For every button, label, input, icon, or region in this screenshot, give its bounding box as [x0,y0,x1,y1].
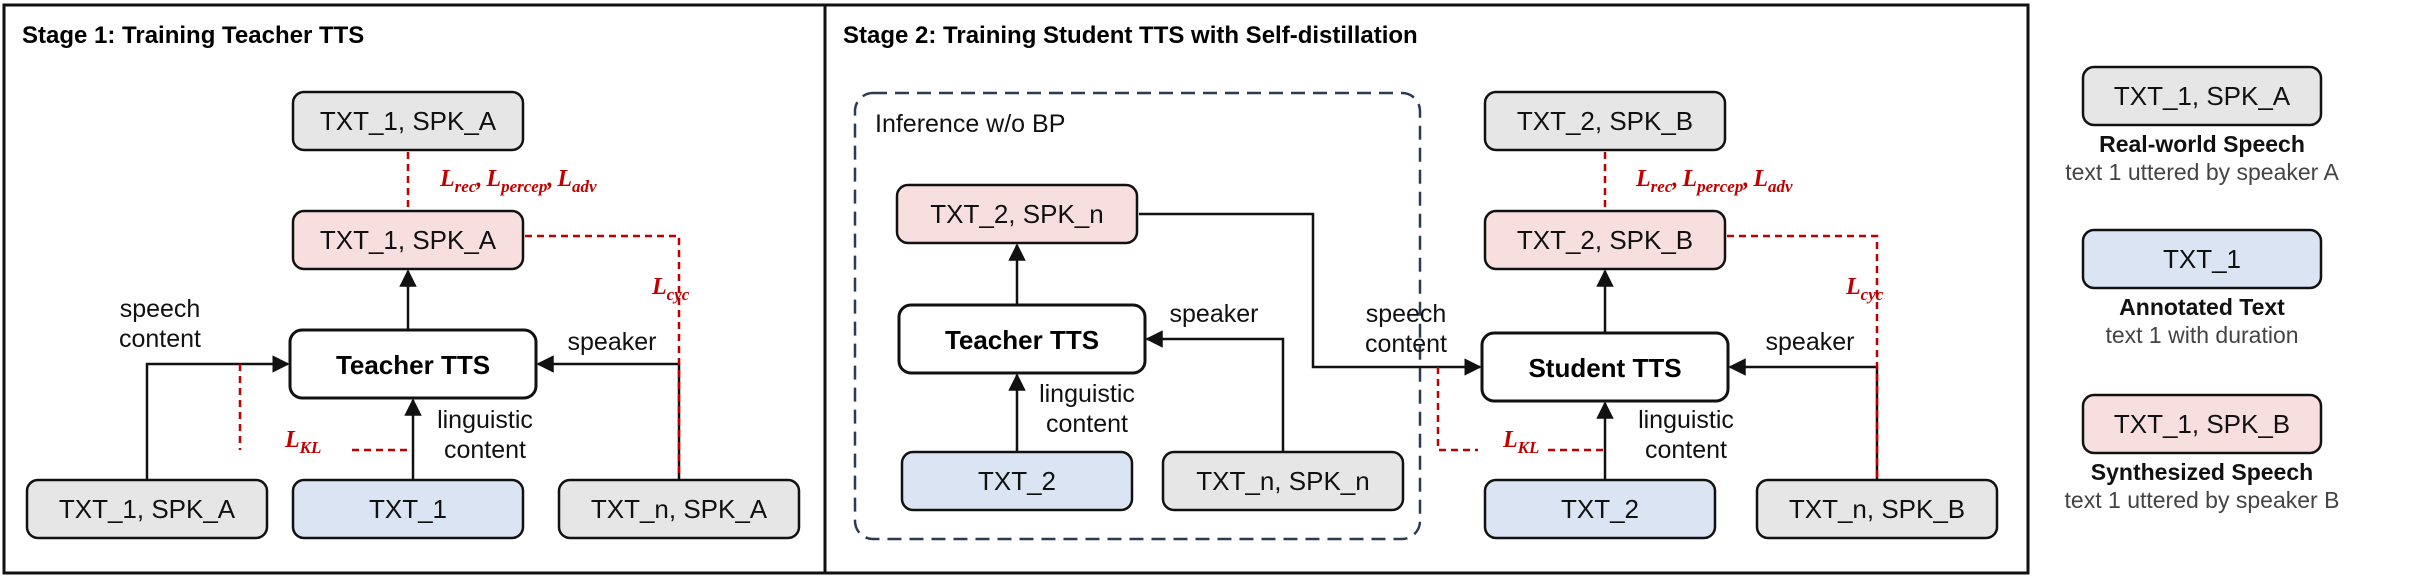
stage2-teacher-text-label: TXT_2 [978,466,1056,496]
stage1-synth-speech-box [291,209,525,271]
stage1-linguistic-label: linguistic [437,406,533,434]
stage1-teacher-tts-label: Teacher TTS [336,350,490,380]
legend-real-box-label: TXT_1, SPK_A [2114,81,2291,111]
stage2-teacher-tts-label: Teacher TTS [945,325,1099,355]
legend-annotated-text-box [2081,228,2323,290]
stage2-arrow-speaker-to-teacher [1145,330,1285,452]
stage1-lcontent-label: content [444,436,526,464]
legend-real-desc: text 1 uttered by speaker A [2065,159,2339,185]
stage2-synth-speech-box [1483,209,1727,271]
legend-real-speech-box [2081,65,2323,127]
stage2-speaker-label: speaker [1766,328,1855,356]
stage2-synth-box-label: TXT_2, SPK_B [1517,225,1693,255]
stage2-teacher-speaker-label-text: speaker [1170,300,1259,328]
stage2-arrow-speaker-to-student [1728,358,1879,480]
legend-synth-speech-box [2081,393,2323,455]
legend-text-desc: text 1 with duration [2105,322,2298,348]
legend-synth-box-label: TXT_1, SPK_B [2114,409,2290,439]
stage2-teacher-linguistic-label: linguistic [1039,380,1135,408]
legend-synth-title: Synthesized Speech [2091,459,2313,485]
stage1-top-box-label: TXT_1, SPK_A [320,106,497,136]
stage1-speaker-label: speaker [568,328,657,356]
stage1-speech-label: speech [120,295,201,323]
stage2-title: Stage 2: Training Student TTS with Self-… [843,22,1418,49]
stage2-teacher-tts-box [897,303,1147,375]
inference-frame [853,91,1422,541]
legend-text-box-label: TXT_1 [2163,244,2241,274]
outer-frame [2,3,2030,575]
stage1-synth-box-label: TXT_1, SPK_A [320,225,497,255]
legend-text-title: Annotated Text [2119,294,2285,320]
stage2-student-speaker-label: TXT_n, SPK_B [1789,494,1965,524]
stage1-kl-loss: LKL [284,427,321,457]
stage2-cyc-loss-line [1727,234,1879,478]
stage1-cyc-loss: Lcyc [651,274,690,304]
stage2-lcontent-label: content [1645,436,1727,464]
stage2-arrow-teacher-output-to-student [1139,212,1482,376]
stage2-teacher-output-box [895,183,1139,245]
stage2-top-box-label: TXT_2, SPK_B [1517,106,1693,136]
stage2-speech-label: speech [1366,300,1447,328]
legend-real-title: Real-world Speech [2099,131,2305,157]
stage1-arrow-speech-to-model [145,355,290,480]
stage1-input-text-box [291,478,525,540]
stage2-student-text-label: TXT_2 [1561,494,1639,524]
stage1-top-real-speech-box [291,90,525,152]
stage2-teacher-output-label: TXT_2, SPK_n [930,199,1103,229]
stage2-kl-loss: LKL [1502,427,1539,457]
stage1-title: Stage 1: Training Teacher TTS [22,22,364,49]
stage2-student-text-box [1483,478,1717,540]
stage2-kl-loss-line-a [1436,367,1478,452]
stage1-cyc-loss-line [525,234,681,478]
stage1-content-label: content [119,325,201,353]
stage2-content-label: content [1365,330,1447,358]
stage1-arrow-speaker-to-model [536,355,681,480]
stage2-linguistic-label: linguistic [1638,406,1734,434]
student-tts-label: Student TTS [1528,353,1681,383]
legend-synth-desc: text 1 uttered by speaker B [2065,487,2340,513]
stage2-teacher-speaker-label: TXT_n, SPK_n [1196,466,1369,496]
stage2-top-real-speech-box [1483,90,1727,152]
stage1-input-mid-label: TXT_1 [369,494,447,524]
inference-label: Inference w/o BP [875,110,1065,138]
stage2-cyc-loss: Lcyc [1845,274,1884,304]
stage1-teacher-tts-box [288,328,538,400]
stage1-loss-group: Lrec,Lpercep,Ladv [439,166,597,196]
stage2-loss-group: Lrec,Lpercep,Ladv [1635,166,1793,196]
stage2-teacher-content-label: content [1046,410,1128,438]
stage1-input-left-label: TXT_1, SPK_A [59,494,236,524]
stage1-input-right-label: TXT_n, SPK_A [591,494,768,524]
